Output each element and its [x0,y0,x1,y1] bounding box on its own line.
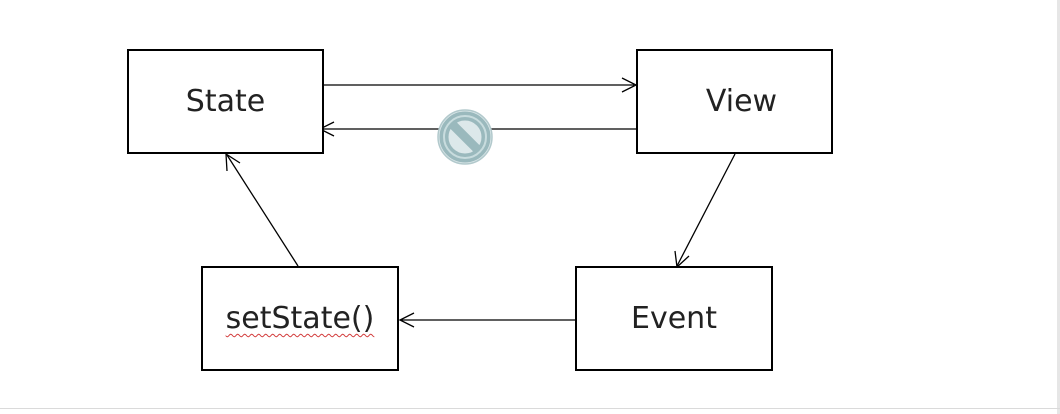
view-node: View [636,49,833,154]
state-node-label: State [185,84,266,119]
setstate-node-label: setState() [225,301,375,336]
prohibited-icon [437,109,493,165]
event-node: Event [575,266,773,371]
event-node-label: Event [631,301,717,336]
setstate-node: setState() [201,266,399,371]
edge-setstate-to-state [225,152,299,267]
view-node-label: View [705,84,778,119]
edge-state-to-view [324,77,638,93]
edge-event-to-setstate [398,312,575,328]
edge-view-to-event [674,153,736,269]
state-node: State [127,49,324,154]
edge-view-to-state-blocked [318,121,636,137]
bottom-edge-divider [0,408,1060,409]
right-edge-divider [1057,0,1060,414]
